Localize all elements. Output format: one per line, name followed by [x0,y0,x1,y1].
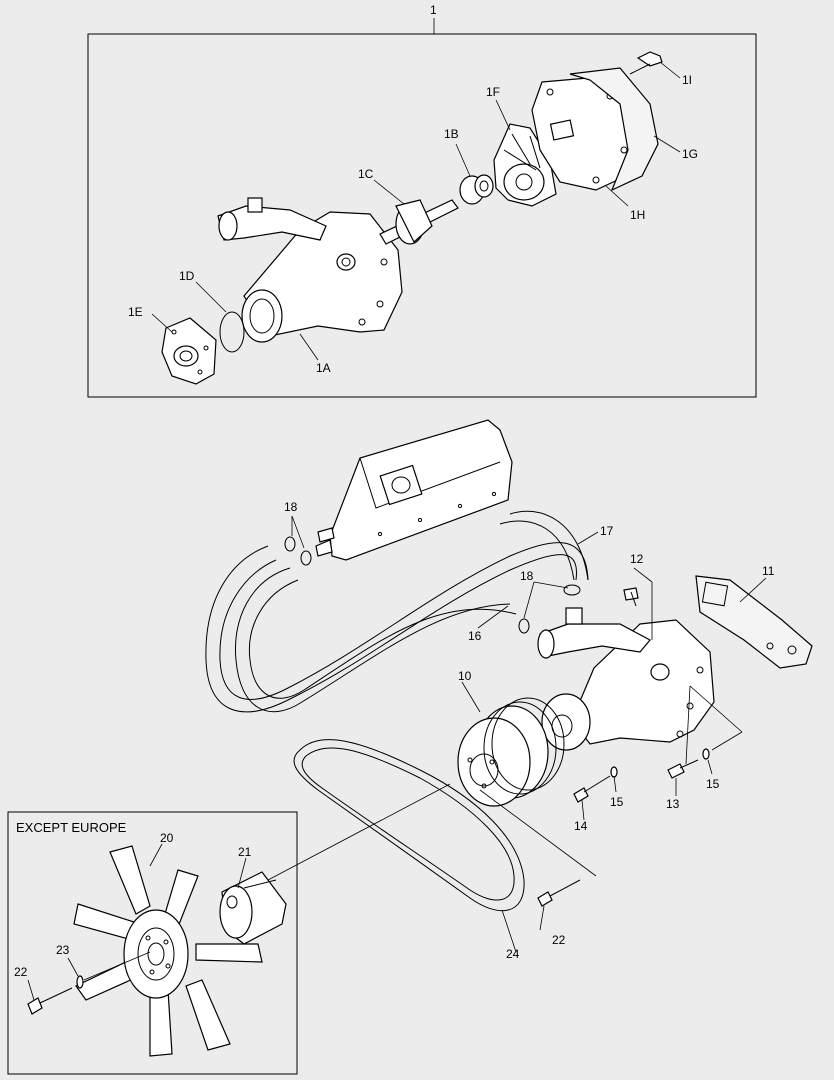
belt-24 [293,739,525,912]
except-europe-label: EXCEPT EUROPE [16,820,127,835]
callout-22-left: 22 [14,965,28,979]
callout-1I: 1I [682,73,692,87]
bolt-14 [573,775,611,803]
callout-1D: 1D [179,269,195,283]
bolt-13 [667,759,699,779]
callout-20: 20 [160,831,174,845]
pulley-10 [457,697,565,807]
callout-15-right: 15 [706,777,720,791]
circlip-1D [219,311,245,353]
callout-1A: 1A [316,361,331,375]
callout-12: 12 [630,552,644,566]
seal-1B [459,174,494,205]
callout-14: 14 [574,819,588,833]
hose-clip-18b [518,584,581,634]
callout-1E: 1E [128,305,143,319]
callout-21: 21 [238,845,252,859]
gasket-1G [569,67,659,192]
callout-22-right: 22 [552,933,566,947]
callout-23: 23 [56,943,70,957]
callout-15-left: 15 [610,795,624,809]
except-europe-frame [7,811,298,1075]
callout-18-pump: 18 [520,569,534,583]
callout-16: 16 [468,629,482,643]
callout-10: 10 [458,669,472,683]
callout-1F: 1F [486,85,500,99]
impeller-1F [493,123,557,207]
bolt-22b [537,879,581,907]
top-leaders [151,61,681,361]
fan-spacer-21 [219,871,287,945]
bolt-12 [623,587,639,607]
lower-leaders [267,515,767,953]
water-pump-assembly-frame [87,33,757,398]
hose-clip-18a [284,536,312,566]
bolt-1I [629,51,663,75]
callout-1C: 1C [358,167,374,181]
callout-1B: 1B [444,127,459,141]
shaft-bearing-1C [379,199,459,245]
washer-15a [610,766,618,778]
pump-body-1A [217,197,403,343]
callout-1H: 1H [630,208,645,222]
callout-1: 1 [430,3,437,17]
water-pump [537,607,715,751]
hose-17 [205,510,589,713]
callout-18-top: 18 [284,500,298,514]
pump-flange-1E [161,317,217,385]
callout-13: 13 [666,797,680,811]
thermostat-housing [315,419,513,561]
gasket-11 [695,575,813,669]
fan-20 [73,845,263,1057]
callout-17: 17 [600,524,614,538]
callout-24: 24 [506,947,520,961]
callout-11: 11 [762,564,775,578]
callout-1G: 1G [682,147,698,161]
box-leaders [27,843,247,1001]
hose-16 [234,567,517,713]
washer-23 [76,975,84,989]
washer-15b [702,748,710,760]
bolt-22a [27,987,73,1015]
